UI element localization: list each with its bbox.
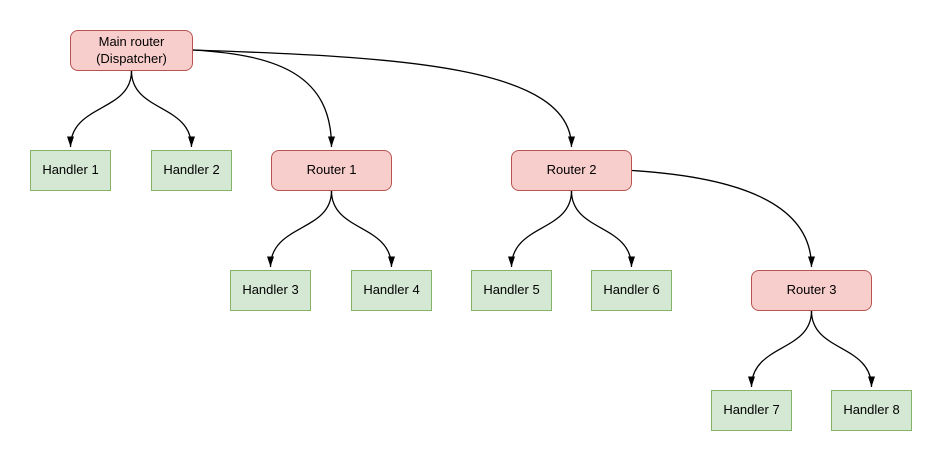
node-handler-2: Handler 2 [151, 150, 232, 191]
node-main-router: Main router (Dispatcher) [70, 30, 193, 71]
node-router-1: Router 1 [271, 150, 392, 191]
edge-router-3-to-handler-7 [748, 310, 813, 388]
node-handler-1: Handler 1 [30, 150, 111, 191]
node-handler-6: Handler 6 [591, 270, 672, 311]
edge-main-router-to-handler-2 [130, 70, 195, 148]
node-router-3: Router 3 [751, 270, 872, 311]
edge-router-3-to-handler-8 [810, 310, 875, 388]
node-handler-4: Handler 4 [351, 270, 432, 311]
edge-main-router-to-router-1 [192, 49, 335, 148]
edge-router-2-to-router-3 [631, 169, 815, 268]
edge-main-router-to-handler-1 [67, 70, 133, 148]
node-handler-8: Handler 8 [831, 390, 912, 431]
node-handler-3: Handler 3 [230, 270, 311, 311]
node-handler-7: Handler 7 [711, 390, 792, 431]
edge-router-2-to-handler-6 [570, 190, 635, 268]
edge-router-1-to-handler-4 [330, 190, 395, 268]
node-router-2: Router 2 [511, 150, 632, 191]
node-handler-5: Handler 5 [471, 270, 552, 311]
edge-router-1-to-handler-3 [267, 190, 333, 268]
edge-router-2-to-handler-5 [508, 190, 573, 268]
edge-main-router-to-router-2 [192, 49, 575, 148]
